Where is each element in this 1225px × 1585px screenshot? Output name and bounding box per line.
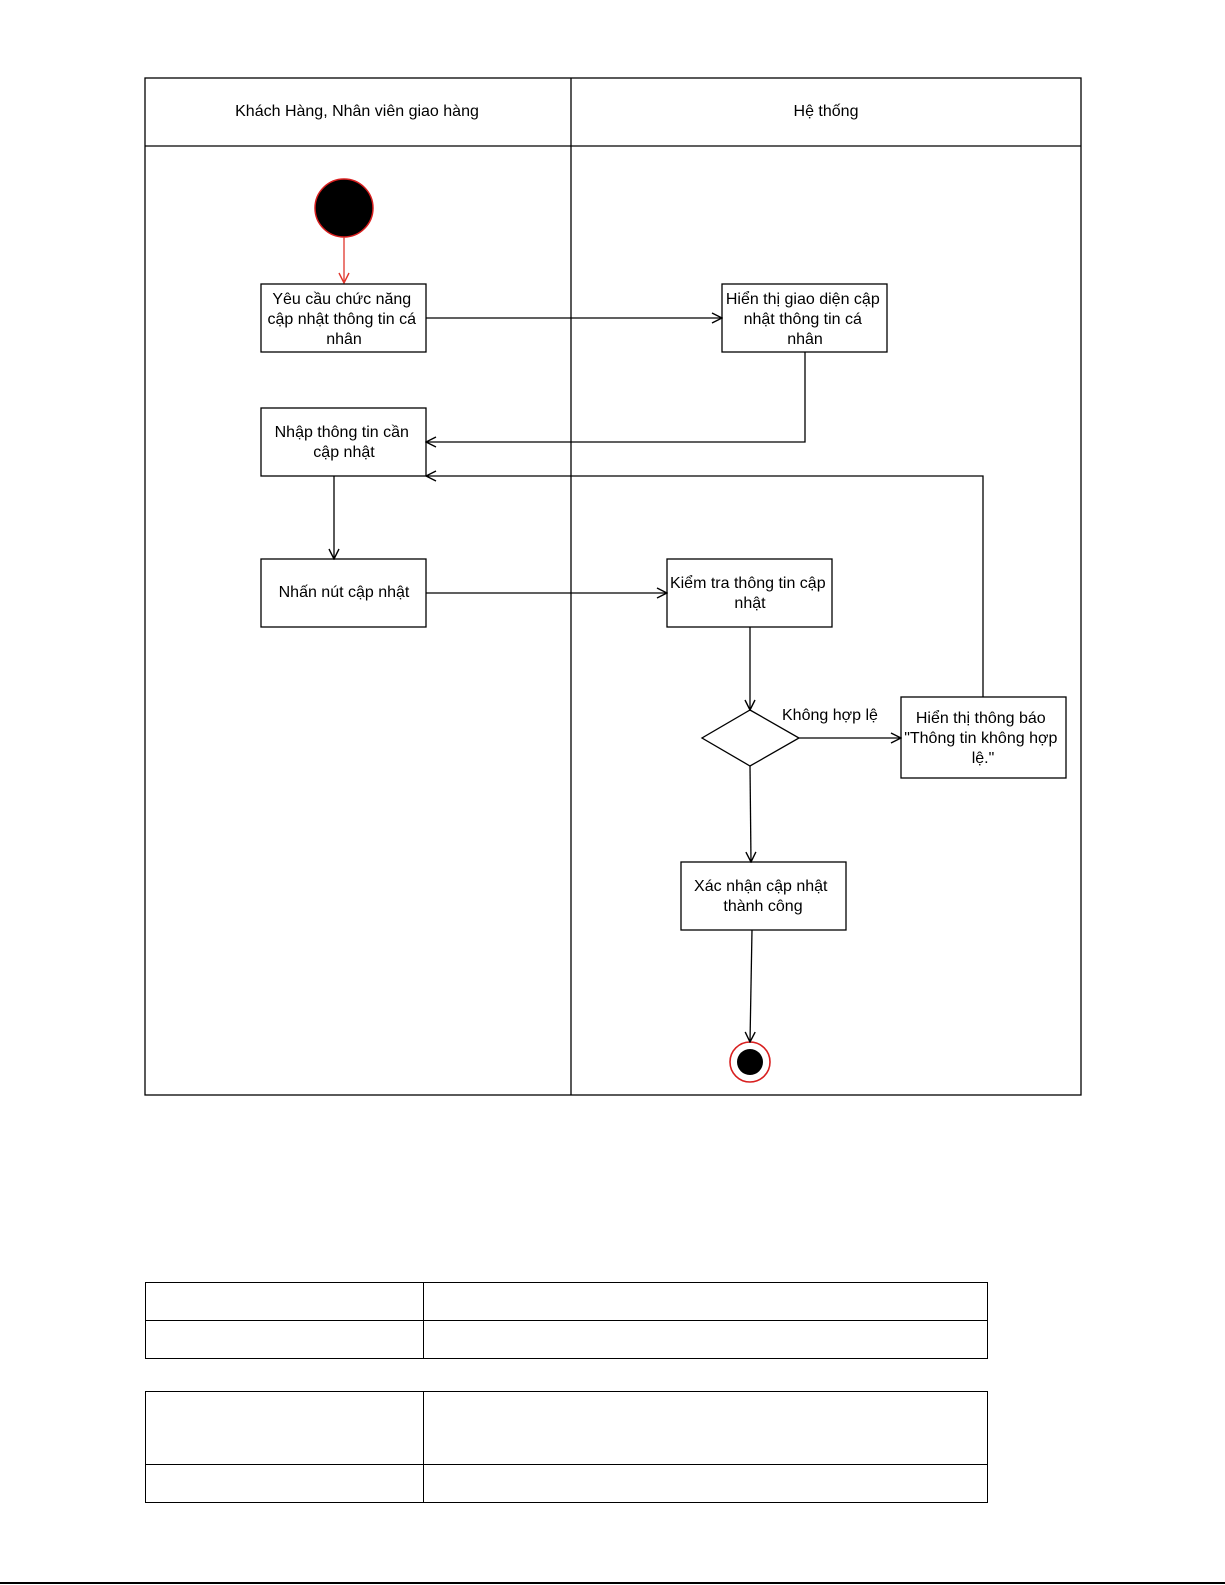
action-press-update-line-1: Nhấn nút cập nhật (279, 584, 410, 601)
page-bottom-rule (0, 1582, 1225, 1584)
action-press-update: Nhấn nút cập nhật (260, 558, 427, 628)
svg-text:Kiểm tra thông tin cập n: Kiểm tra thông tin cập nhật (670, 574, 830, 612)
lane-title-customer: Khách Hàng, Nhân viên giao hàng (235, 103, 479, 120)
empty-table-top (145, 1282, 988, 1359)
empty-table-bottom (145, 1391, 988, 1503)
svg-text:Yêu cầu chức năng cập nh: Yêu cầu chức năng cập nhật thông tin cá … (267, 291, 420, 348)
table-cell (423, 1391, 988, 1465)
action-confirm-line-1: Xác nhận cập nhật (694, 878, 828, 895)
action-confirm-line-2: thành công (723, 898, 802, 915)
action-invalid-line-1: Hiển thị thông báo (916, 709, 1046, 727)
action-invalid-line-2: "Thông tin không hợp (904, 730, 1057, 747)
flow-decision-to-confirm (750, 765, 751, 862)
action-check-info-line-2: nhật (734, 595, 766, 612)
action-request-line-3: nhân (326, 331, 362, 348)
svg-text:Hiển thị thông báo "Thôn: Hiển thị thông báo "Thông tin không hợp … (904, 709, 1062, 767)
flow-form-to-enter (426, 352, 806, 442)
svg-text:Hiển thị giao diện cập n: Hiển thị giao diện cập nhật thông tin cá… (726, 290, 884, 348)
action-enter-info: Nhập thông tin cần cập nhật (260, 407, 427, 477)
table-cell (423, 1464, 988, 1503)
svg-text:Xác nhận cập nhật thành: Xác nhận cập nhật thành công (694, 878, 832, 915)
table-row (145, 1391, 988, 1465)
action-show-update-form: Hiển thị giao diện cập nhật thông tin cá… (721, 283, 888, 353)
action-show-invalid-message: Hiển thị thông báo "Thông tin không hợp … (900, 696, 1067, 779)
action-enter-info-line-2: cập nhật (313, 444, 375, 461)
action-request-line-2: cập nhật thông tin cá (267, 311, 416, 328)
table-row (145, 1320, 988, 1359)
action-invalid-line-3: lệ." (972, 750, 995, 767)
table-cell (423, 1320, 988, 1359)
table-cell (145, 1464, 424, 1503)
table-cell (145, 1282, 424, 1321)
action-check-info-line-1: Kiểm tra thông tin cập (670, 574, 826, 592)
flow-confirm-to-end (750, 929, 752, 1042)
end-node (729, 1041, 771, 1083)
activity-diagram: Khách Hàng, Nhân viên giao hàng Hệ thống… (144, 77, 1082, 1096)
start-node (314, 178, 374, 238)
table-row (145, 1282, 988, 1321)
action-show-form-line-2: nhật thông tin cá (744, 311, 862, 328)
action-request-update: Yêu cầu chức năng cập nhật thông tin cá … (260, 283, 427, 353)
lane-title-system: Hệ thống (794, 103, 859, 120)
guard-invalid: Không hợp lệ (782, 707, 878, 724)
flow-invalid-to-enter (426, 476, 984, 697)
action-enter-info-line-1: Nhập thông tin cần (275, 424, 409, 441)
svg-text:Nhấn nút cập nhật: Nhấn nút cập nhật (279, 584, 410, 601)
action-show-form-line-3: nhân (787, 331, 823, 348)
action-show-form-line-1: Hiển thị giao diện cập (726, 290, 880, 308)
action-check-info: Kiểm tra thông tin cập nhật (666, 558, 833, 628)
table-cell (145, 1320, 424, 1359)
svg-text:Nhập thông tin cần cập n: Nhập thông tin cần cập nhật (275, 424, 414, 461)
table-cell (423, 1282, 988, 1321)
action-confirm-success: Xác nhận cập nhật thành công (680, 861, 847, 931)
table-cell (145, 1391, 424, 1465)
action-request-line-1: Yêu cầu chức năng (272, 291, 411, 308)
swimlane-frame (144, 77, 1082, 1096)
table-row (145, 1464, 988, 1503)
